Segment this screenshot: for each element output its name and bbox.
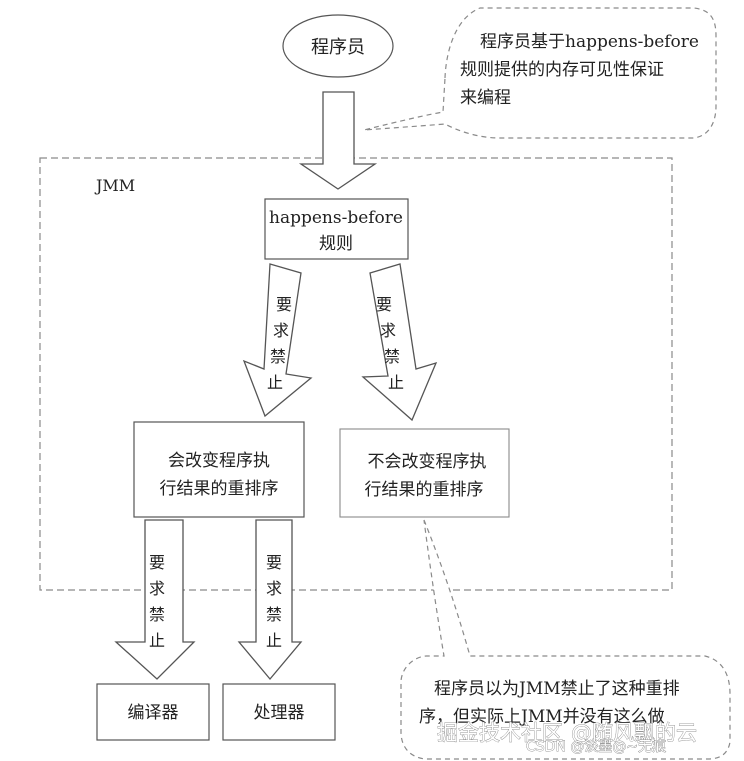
compiler-box <box>96 683 210 741</box>
compiler-requirement-char-2: 求 <box>149 579 165 598</box>
preserving-reorder-line-2: 行结果的重排序 <box>365 480 484 500</box>
right-requirement-char-4: 止 <box>388 373 404 392</box>
jmm-boundary <box>39 157 673 591</box>
preserving-reorder-box <box>339 428 510 518</box>
processor-box <box>222 683 336 741</box>
processor-requirement-char-1: 要 <box>266 553 282 572</box>
programmer-note-callout <box>363 7 717 139</box>
compiler-requirement-char-3: 禁 <box>149 605 165 624</box>
processor-requirement-char-4: 止 <box>266 631 282 650</box>
left-requirement-char-3: 禁 <box>270 347 286 366</box>
right-requirement-char-2: 求 <box>380 321 396 340</box>
programmer-note-line-1: 程序员基于happens-before <box>480 32 699 52</box>
happens-before-rules-line-1: happens-before <box>269 208 403 228</box>
programmer-note-line-2: 规则提供的内存可见性保证 <box>460 60 664 80</box>
happens-before-rules-box <box>264 198 409 260</box>
programmer-note-line-3: 来编程 <box>460 88 511 108</box>
processor-requirement-char-2: 求 <box>266 579 282 598</box>
bottom-note-callout <box>400 519 731 760</box>
compiler-requirement-char-1: 要 <box>149 553 165 572</box>
right-requirement-char-1: 要 <box>376 295 392 314</box>
rules-to-changing-reorder-arrow <box>242 263 313 418</box>
changing-reorder-line-1: 会改变程序执 <box>168 451 270 471</box>
right-requirement-char-3: 禁 <box>384 347 400 366</box>
rules-to-preserving-reorder-arrow <box>361 263 438 422</box>
changing-reorder-box <box>133 421 305 518</box>
platform-watermark: 掘金技术社区 <box>437 721 563 745</box>
changing-reorder-to-processor-arrow <box>237 519 303 681</box>
changing-reorder-line-2: 行结果的重排序 <box>160 479 279 499</box>
programmer-label: 程序员 <box>311 37 365 58</box>
bottom-note-line-1: 程序员以为JMM禁止了这种重排 <box>434 679 680 699</box>
programmer-to-rules-arrow <box>298 91 378 190</box>
processor-label: 处理器 <box>254 703 305 723</box>
left-requirement-char-4: 止 <box>267 373 283 392</box>
left-requirement-char-1: 要 <box>276 295 292 314</box>
processor-requirement-char-3: 禁 <box>266 605 282 624</box>
jmm-label: JMM <box>94 176 135 195</box>
preserving-reorder-line-1: 不会改变程序执 <box>368 452 487 472</box>
bottom-note-line-2: 序，但实际上JMM并没有这么做 <box>419 707 665 727</box>
happens-before-rules-line-2: 规则 <box>319 234 353 254</box>
compiler-label: 编译器 <box>128 703 179 723</box>
left-requirement-char-2: 求 <box>273 321 289 340</box>
author-watermark: @随风飘的云 <box>571 721 697 745</box>
changing-reorder-to-compiler-arrow <box>114 519 196 680</box>
compiler-requirement-char-4: 止 <box>149 631 165 650</box>
programmer-ellipse <box>282 14 394 78</box>
csdn-watermark: CSDN @淡墨@~无痕 <box>526 739 666 755</box>
